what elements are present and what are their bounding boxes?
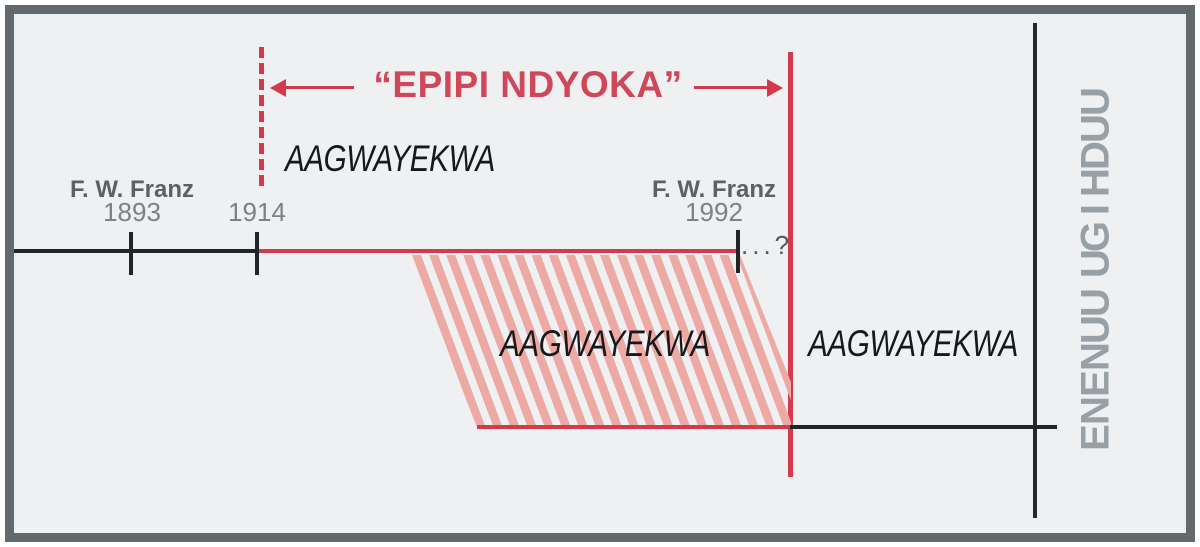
label-franz-end-name: F. W. Franz xyxy=(651,176,777,203)
label-franz-start-year: 1893 xyxy=(103,197,161,227)
lower-line-black-segment xyxy=(790,425,1057,429)
dashed-line-1914 xyxy=(259,47,264,190)
arrow-right-shaft xyxy=(694,86,768,89)
label-1914: 1914 xyxy=(228,197,286,227)
period-label-after: AAGWAYEKWA xyxy=(808,323,1018,364)
arrow-right-head xyxy=(767,79,783,97)
tick-1914 xyxy=(255,232,259,275)
arrow-left-head xyxy=(270,79,286,97)
solid-red-line-1992 xyxy=(788,52,793,477)
label-franz-start-name: F. W. Franz xyxy=(69,176,195,203)
label-franz-end-year: 1992 xyxy=(685,197,743,227)
lower-line-red-segment xyxy=(477,425,790,429)
timeline-red-segment xyxy=(258,249,740,253)
arrow-left-shaft xyxy=(284,86,354,89)
timeline-black-segment xyxy=(14,249,258,253)
right-axis-line xyxy=(1033,23,1037,518)
period-label-before: AAGWAYEKWA xyxy=(285,138,495,179)
continuation-dots: ...? xyxy=(741,230,794,260)
tick-1893 xyxy=(129,232,133,275)
period-label-during: AAGWAYEKWA xyxy=(500,323,710,364)
tick-1992 xyxy=(736,230,740,273)
era-banner-title: “EPIPI NDYOKA” xyxy=(373,64,683,105)
hatched-period-region xyxy=(408,255,791,427)
